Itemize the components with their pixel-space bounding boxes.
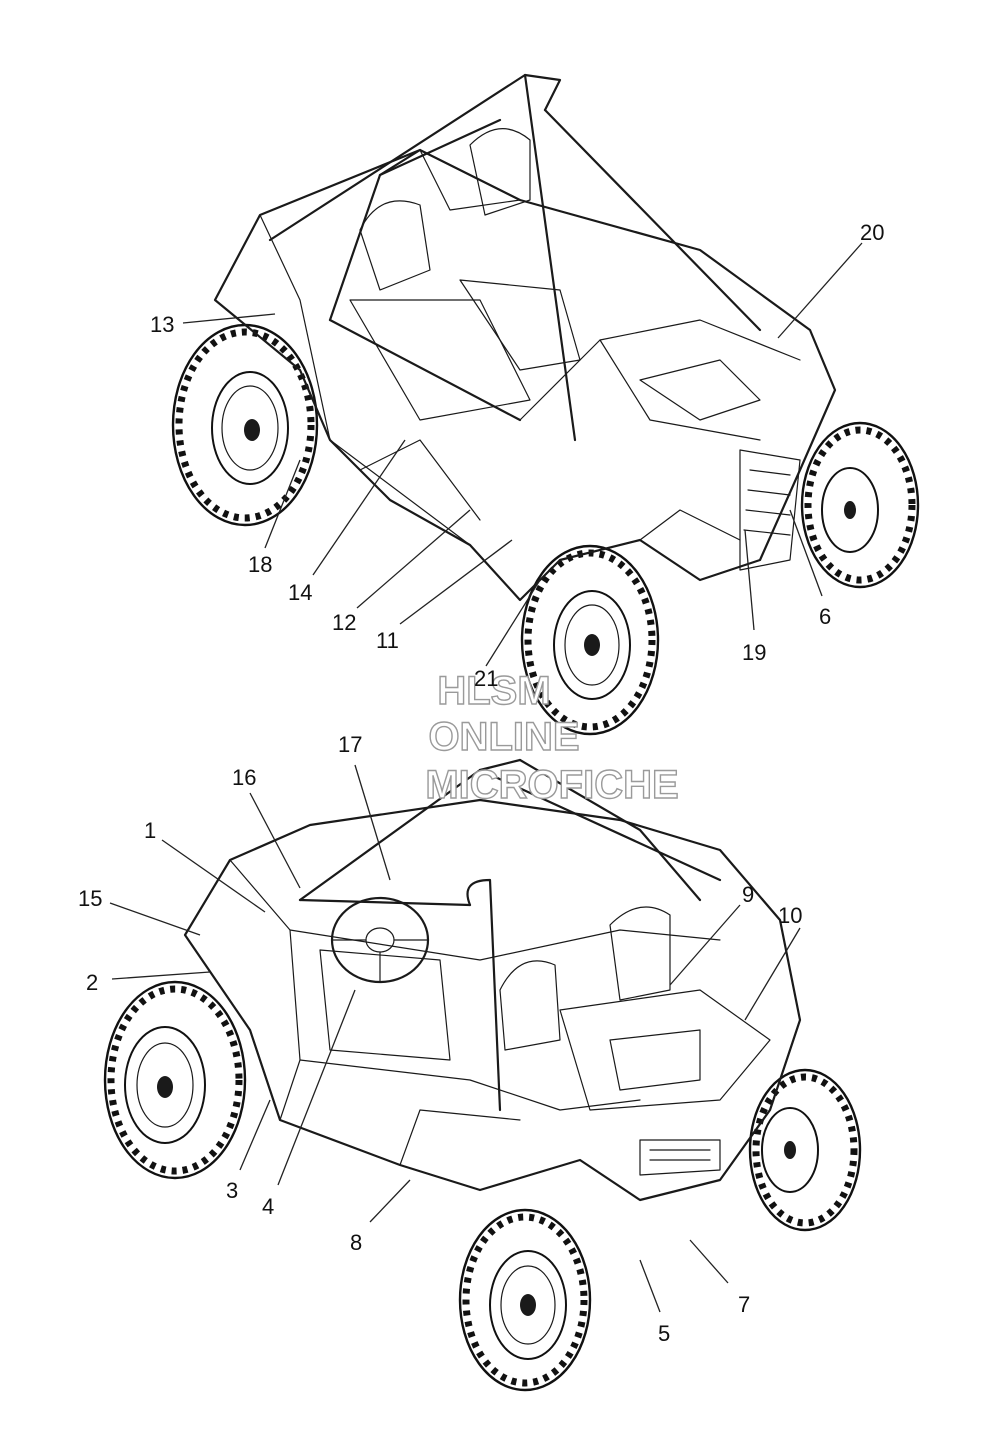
leader-12 — [356, 509, 471, 609]
leader-13 — [182, 313, 276, 324]
leader-17 — [354, 764, 391, 881]
callout-17: 17 — [338, 732, 362, 757]
leader-3 — [239, 1099, 271, 1171]
leader-10 — [744, 927, 801, 1021]
leader-lines — [109, 242, 863, 1313]
callout-10: 10 — [778, 903, 802, 928]
vehicle-top-view — [171, 73, 920, 736]
callout-13: 13 — [150, 312, 174, 337]
leader-11 — [399, 539, 513, 625]
wheel-front-bottom — [458, 1208, 592, 1392]
leader-8 — [369, 1179, 411, 1223]
leader-21 — [485, 579, 541, 667]
callout-21: 21 — [474, 666, 498, 691]
watermark-line-2: ONLINE — [428, 715, 579, 759]
callout-5: 5 — [658, 1321, 670, 1346]
callout-15: 15 — [78, 886, 102, 911]
vehicle-bottom-view — [103, 758, 862, 1392]
callout-16: 16 — [232, 765, 256, 790]
wheel-right-bottom — [748, 1068, 862, 1232]
callout-11: 11 — [376, 628, 399, 653]
leader-2 — [111, 971, 211, 980]
leader-5 — [639, 1259, 661, 1313]
wheel-front-left-top — [520, 544, 660, 736]
leader-7 — [689, 1239, 729, 1284]
leader-9 — [669, 904, 741, 986]
watermark-line-1: HLSM — [437, 669, 550, 713]
callout-19: 19 — [742, 640, 766, 665]
leader-1 — [161, 839, 266, 913]
wheel-front-right-top — [800, 421, 920, 589]
callout-6: 6 — [819, 604, 831, 629]
leader-16 — [249, 792, 301, 889]
callout-12: 12 — [332, 610, 356, 635]
wheel-left-bottom — [103, 980, 247, 1180]
leader-20 — [777, 242, 863, 339]
callout-14: 14 — [288, 580, 312, 605]
watermark-line-3: MICROFICHE — [425, 763, 678, 807]
callout-20: 20 — [860, 220, 884, 245]
callout-2: 2 — [86, 970, 98, 995]
watermark: HLSM ONLINE MICROFICHE — [425, 668, 680, 807]
callout-8: 8 — [350, 1230, 362, 1255]
callout-7: 7 — [738, 1292, 750, 1317]
wheel-rear-left-top — [171, 323, 319, 527]
leader-4 — [277, 989, 356, 1186]
leader-6 — [789, 509, 823, 597]
leader-18 — [264, 459, 301, 549]
callout-4: 4 — [262, 1194, 274, 1219]
leader-19 — [744, 529, 755, 631]
leader-15 — [109, 902, 201, 936]
callout-9: 9 — [742, 882, 754, 907]
callout-18: 18 — [248, 552, 272, 577]
callout-1: 1 — [144, 818, 156, 843]
leader-14 — [312, 439, 406, 576]
callout-3: 3 — [226, 1178, 238, 1203]
callout-labels: 20 13 18 14 12 11 21 19 6 17 16 1 15 2 9… — [78, 220, 884, 1346]
